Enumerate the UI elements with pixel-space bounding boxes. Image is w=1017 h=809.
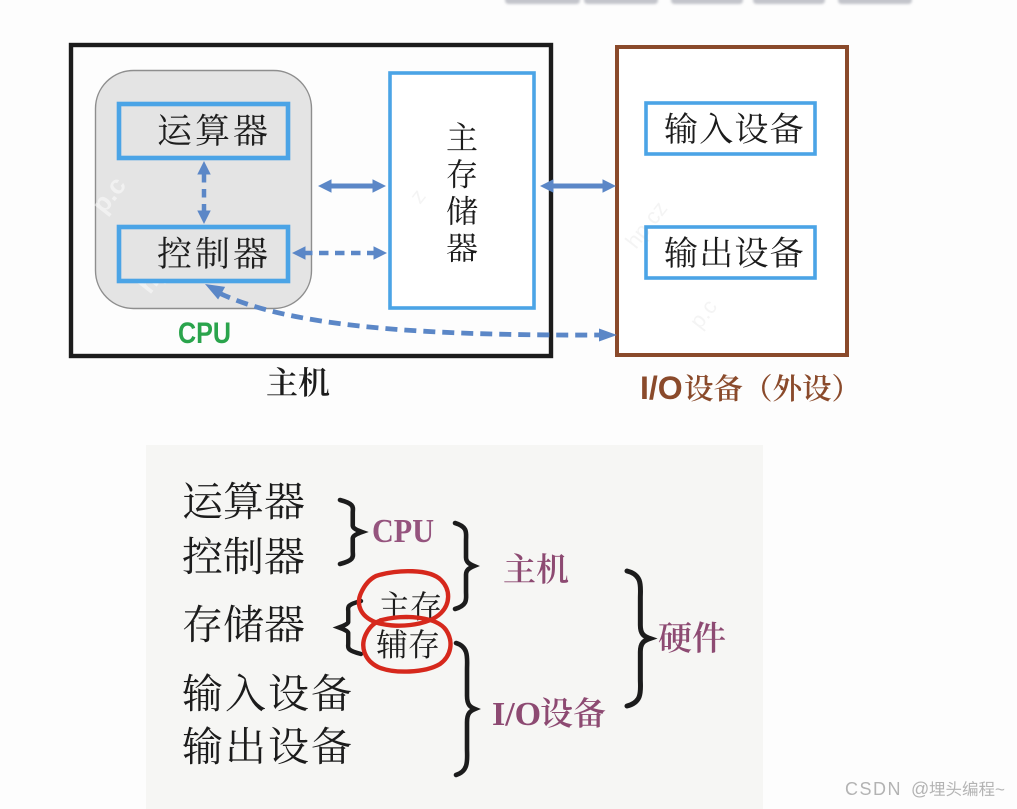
svg-text:CSDN: CSDN bbox=[845, 779, 902, 799]
svg-text:CPU: CPU bbox=[178, 317, 231, 350]
svg-text:I/O: I/O bbox=[640, 370, 683, 406]
svg-text:CPU: CPU bbox=[372, 513, 434, 550]
svg-text:I/O: I/O bbox=[492, 696, 541, 733]
svg-text:@: @ bbox=[911, 779, 929, 799]
svg-text:~: ~ bbox=[995, 780, 1005, 799]
